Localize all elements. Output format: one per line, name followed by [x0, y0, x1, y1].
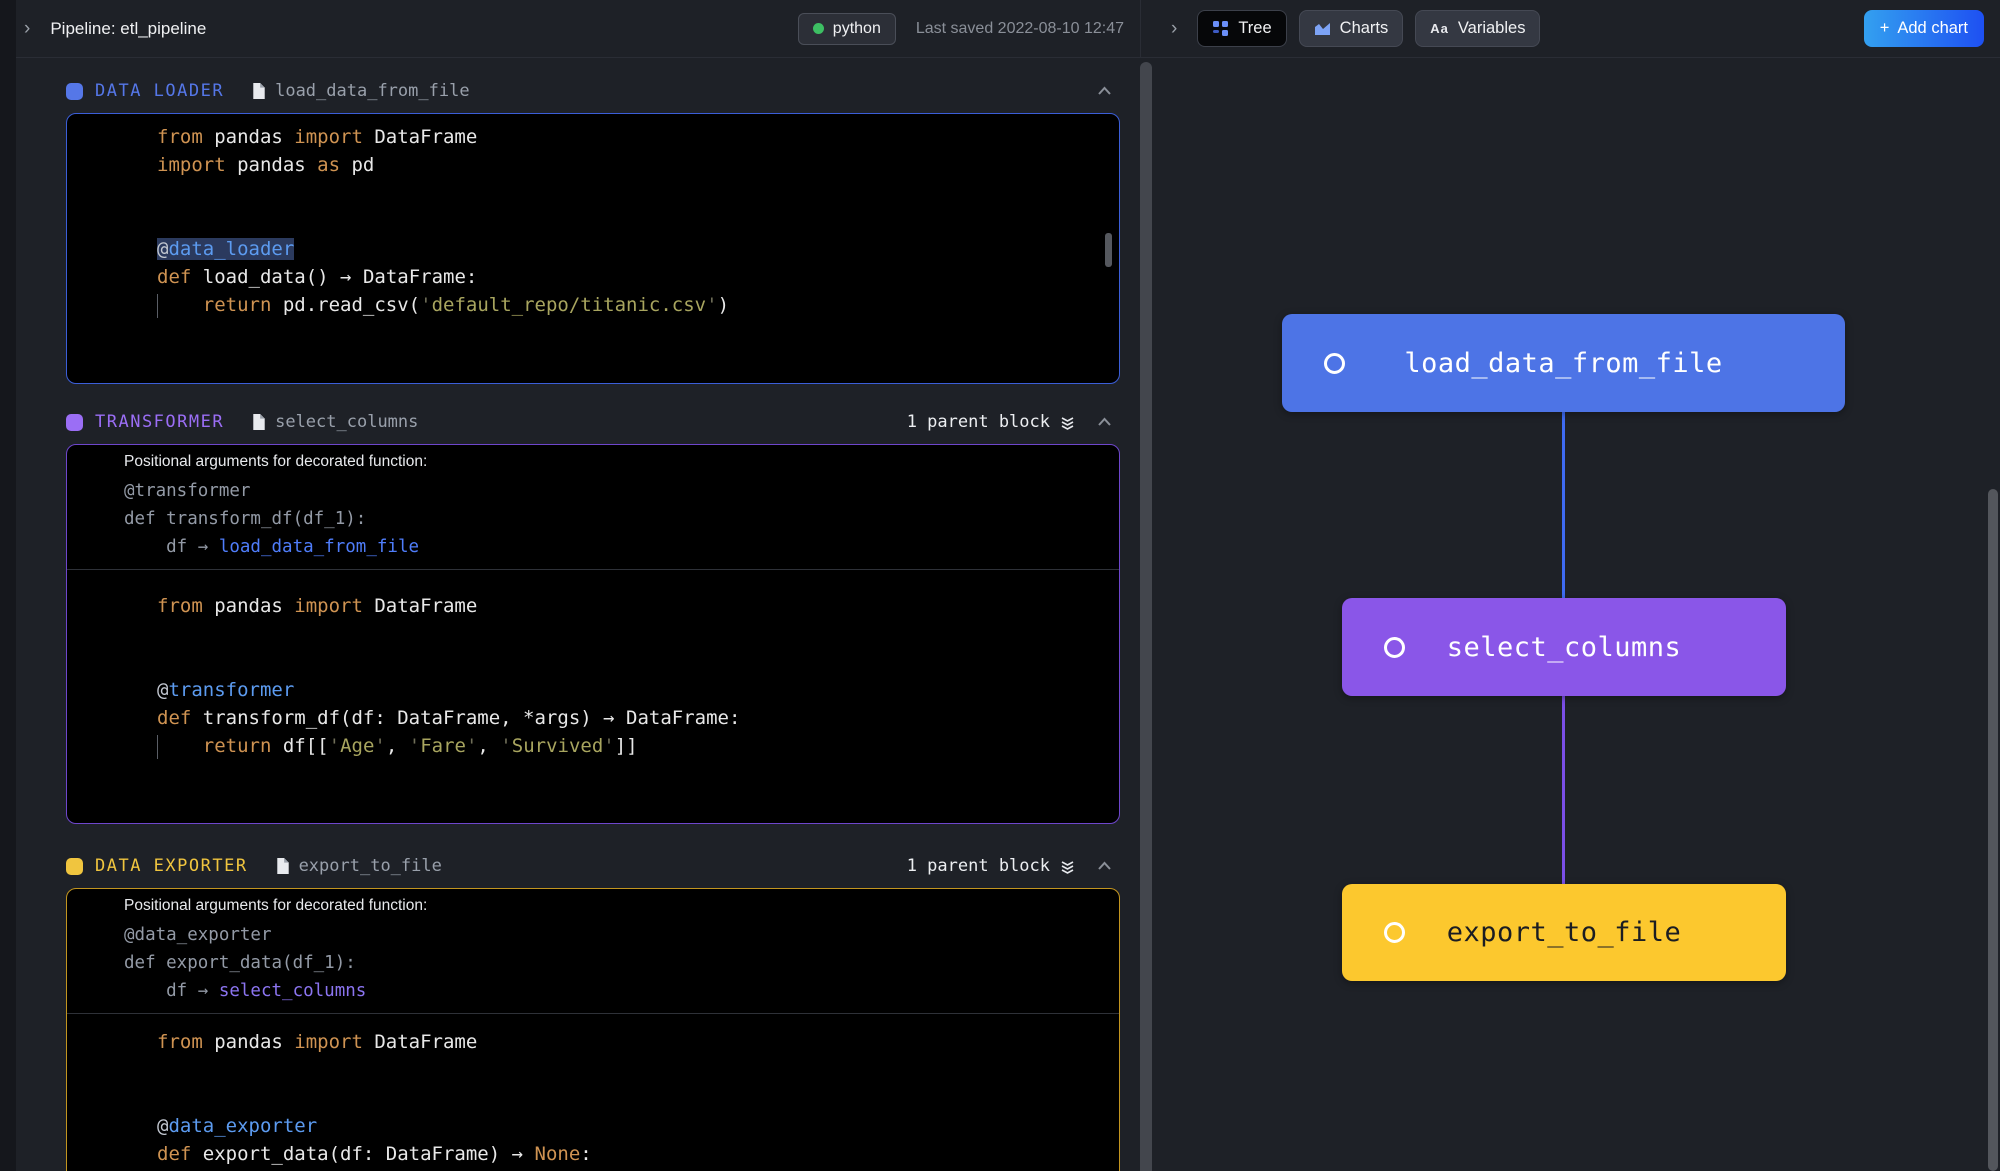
code-editor[interactable]: from pandas import DataFrame @transforme… — [157, 595, 741, 759]
top-bar-left: › Pipeline: etl_pipeline python Last sav… — [16, 0, 1140, 57]
parent-block-count: 1 parent block — [906, 412, 1050, 432]
code-editor-container: Positional arguments for decorated funct… — [66, 888, 1120, 1171]
collapse-block-chevron-icon[interactable] — [1097, 417, 1112, 427]
node-label: load_data_from_file — [1404, 347, 1723, 379]
tab-tree-label: Tree — [1238, 19, 1272, 37]
chart-icon — [1314, 21, 1331, 36]
divider — [67, 1013, 1119, 1014]
panel-resize-handle[interactable] — [1140, 62, 1152, 1171]
block-type-label: DATA LOADER — [95, 81, 225, 101]
node-label: select_columns — [1446, 631, 1682, 663]
node-status-circle-icon — [1384, 922, 1405, 943]
node-status-circle-icon — [1384, 636, 1405, 658]
block-transformer: TRANSFORMER select_columns 1 parent bloc… — [66, 404, 1120, 824]
code-editor-container: Positional arguments for decorated funct… — [66, 444, 1120, 824]
panel-collapse-chevron-icon[interactable]: › — [1171, 18, 1178, 39]
block-type-label: TRANSFORMER — [95, 412, 225, 432]
block-header-data-exporter: DATA EXPORTER export_to_file 1 parent bl… — [66, 848, 1120, 884]
sidebar-expand-chevron-icon[interactable]: › — [24, 18, 31, 39]
block-type-icon — [66, 82, 83, 100]
block-data-exporter: DATA EXPORTER export_to_file 1 parent bl… — [66, 848, 1120, 1171]
upstream-block-link[interactable]: load_data_from_file — [218, 537, 420, 557]
top-bar-right: › Tree Charts — [1140, 0, 2000, 57]
dependency-tree-panel: load_data_from_file select_columns expor… — [1152, 59, 2000, 1171]
pipeline-title: Pipeline: etl_pipeline — [50, 18, 207, 38]
last-saved-text: Last saved 2022-08-10 12:47 — [915, 19, 1124, 37]
top-bar: › Pipeline: etl_pipeline python Last sav… — [16, 0, 2000, 58]
layers-stack-icon[interactable] — [1060, 859, 1075, 874]
tab-variables[interactable]: Aa Variables — [1415, 10, 1541, 47]
plus-icon: + — [1879, 19, 1890, 37]
tab-charts-label: Charts — [1339, 19, 1389, 37]
info-heading: Positional arguments for decorated funct… — [124, 897, 428, 914]
edge-transformer-to-exporter — [1562, 696, 1565, 885]
block-file-name[interactable]: load_data_from_file — [275, 81, 470, 101]
code-scrollbar-thumb[interactable] — [1105, 233, 1112, 267]
node-label: export_to_file — [1446, 917, 1682, 948]
block-header-data-loader: DATA LOADER load_data_from_file — [66, 73, 1120, 109]
code-blocks-panel: DATA LOADER load_data_from_file from pan… — [16, 59, 1140, 1171]
block-file-name[interactable]: select_columns — [275, 412, 419, 432]
language-badge-label: python — [832, 19, 881, 37]
tree-node-select-columns[interactable]: select_columns — [1342, 598, 1786, 696]
file-icon — [252, 83, 266, 99]
code-editor[interactable]: from pandas import DataFrame @data_expor… — [157, 1031, 592, 1165]
decorator-args-info: Positional arguments for decorated funct… — [67, 445, 1119, 561]
file-icon — [252, 414, 266, 430]
add-chart-label: Add chart — [1897, 19, 1968, 37]
tree-node-export-to-file[interactable]: export_to_file — [1342, 884, 1786, 981]
tab-tree[interactable]: Tree — [1197, 10, 1287, 47]
decorator-args-info: Positional arguments for decorated funct… — [67, 889, 1119, 1005]
block-type-icon — [66, 857, 83, 875]
tree-node-load-data-from-file[interactable]: load_data_from_file — [1282, 314, 1845, 412]
tree-icon — [1212, 20, 1229, 37]
parent-block-count: 1 parent block — [906, 856, 1050, 876]
file-icon — [276, 858, 290, 874]
layers-stack-icon[interactable] — [1060, 415, 1075, 430]
variables-aa-icon: Aa — [1430, 21, 1449, 36]
block-type-label: DATA EXPORTER — [95, 856, 248, 876]
tree-panel-scrollbar-thumb[interactable] — [1988, 489, 1998, 1171]
upstream-block-link[interactable]: select_columns — [218, 981, 367, 1001]
language-badge: python — [797, 12, 896, 45]
tab-charts[interactable]: Charts — [1298, 10, 1404, 47]
edge-loader-to-transformer — [1562, 412, 1565, 599]
block-type-icon — [66, 413, 83, 431]
block-data-loader: DATA LOADER load_data_from_file from pan… — [66, 73, 1120, 384]
left-rail — [0, 0, 16, 1171]
node-status-circle-icon — [1324, 352, 1345, 374]
collapse-block-chevron-icon[interactable] — [1097, 86, 1112, 96]
collapse-block-chevron-icon[interactable] — [1097, 861, 1112, 871]
tab-variables-label: Variables — [1457, 19, 1526, 37]
info-heading: Positional arguments for decorated funct… — [124, 453, 428, 470]
language-status-dot-icon — [812, 23, 824, 34]
divider — [67, 569, 1119, 570]
block-file-name[interactable]: export_to_file — [298, 856, 442, 876]
block-header-transformer: TRANSFORMER select_columns 1 parent bloc… — [66, 404, 1120, 440]
add-chart-button[interactable]: + Add chart — [1863, 10, 1984, 47]
